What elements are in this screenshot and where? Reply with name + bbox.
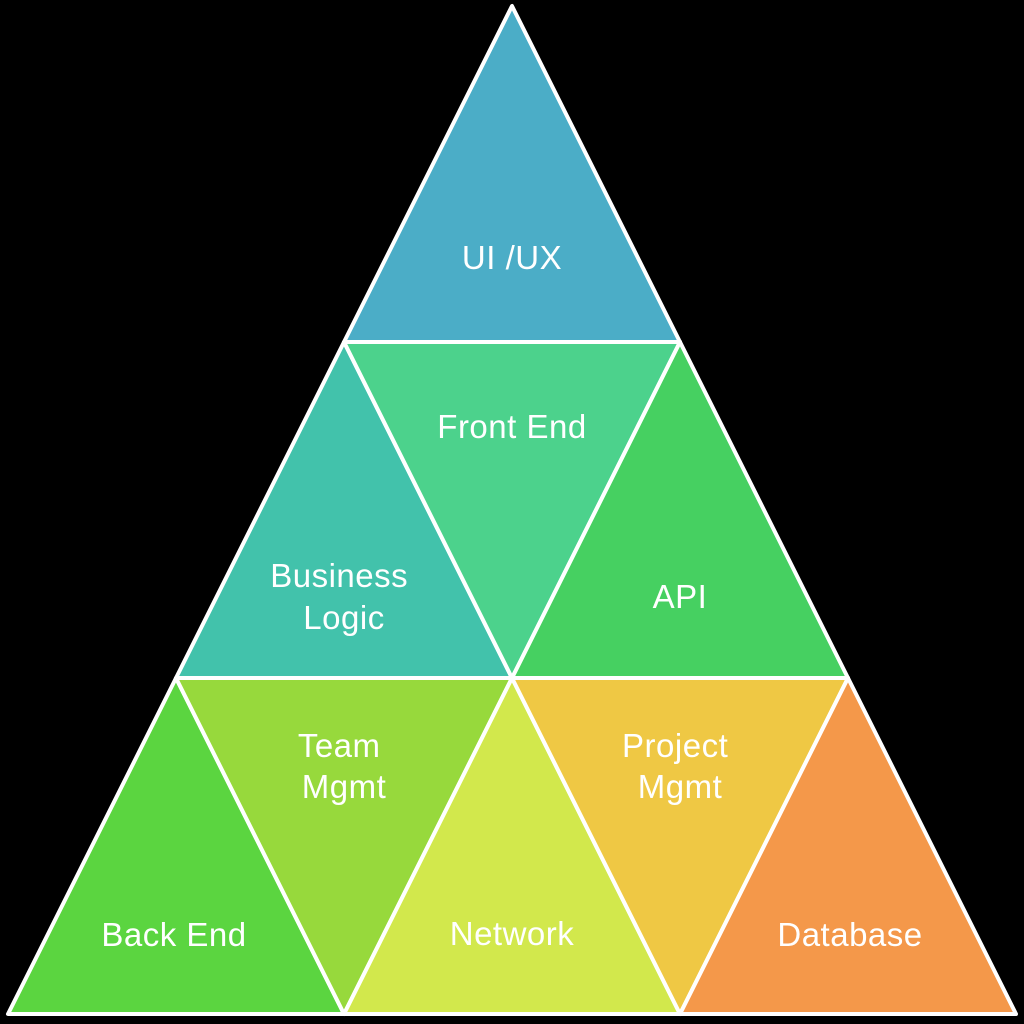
pyramid-cell-database [678,676,1018,1016]
cell-label-project-mgmt: Project Mgmt [622,727,738,805]
cell-label-front-end: Front End [437,408,586,445]
cell-label-network: Network [450,915,575,952]
cell-label-team-mgmt-line1: Team [298,727,381,764]
cell-label-team-mgmt: Team Mgmt [298,727,390,805]
cell-label-project-mgmt-line2: Mgmt [638,768,723,805]
cell-label-api: API [653,578,708,615]
cell-label-team-mgmt-line2: Mgmt [302,768,387,805]
cell-label-project-mgmt-line1: Project [622,727,728,764]
cell-label-back-end: Back End [101,916,246,953]
cell-label-business-logic: Business Logic [270,557,418,636]
cell-label-business-logic-line2: Logic [303,599,384,636]
cell-label-business-logic-line1: Business [270,557,408,594]
cell-label-database: Database [777,916,922,953]
cell-label-ui-ux: UI /UX [462,239,562,276]
